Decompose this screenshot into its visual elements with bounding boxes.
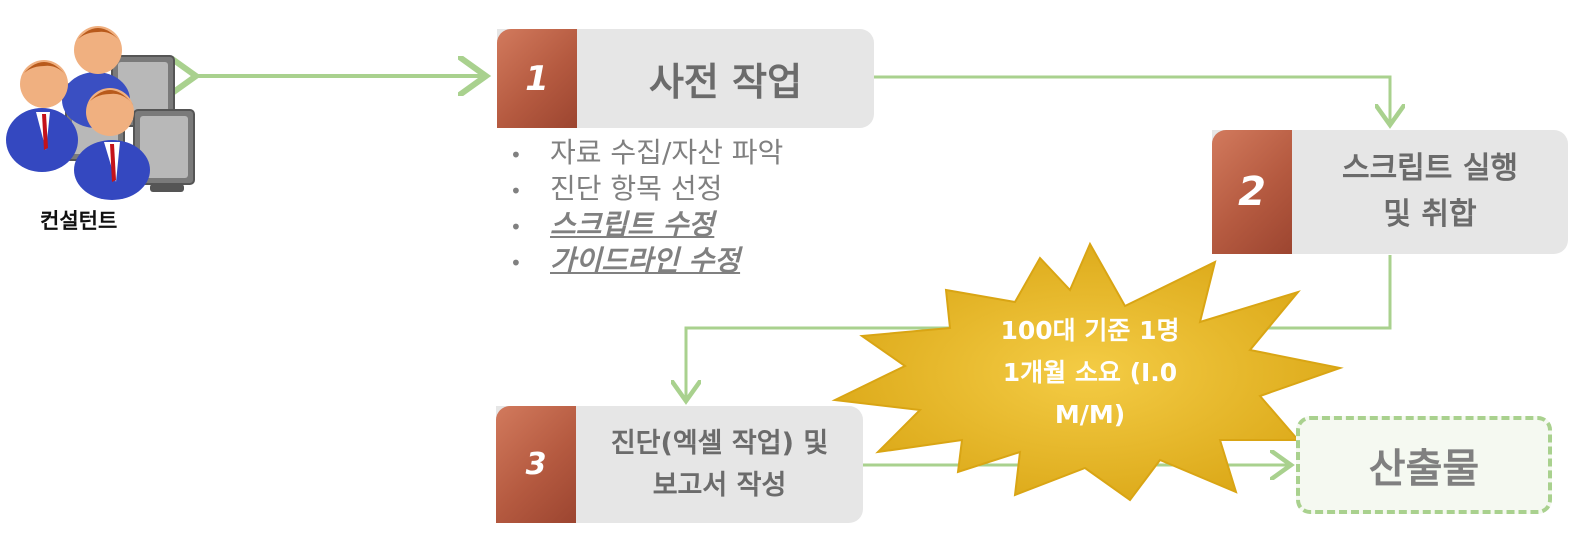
step-3-title-line1: 진단(엑셀 작업) 및 — [610, 427, 829, 459]
step-1-title: 사전 작업 — [577, 29, 874, 128]
step1-to-step2-arrow — [874, 75, 1390, 122]
step-3-title-line2: 보고서 작성 — [652, 469, 787, 501]
step-2-title: 스크립트 실행 및 취합 — [1292, 130, 1568, 254]
task-item: 진단 항목 선정 — [510, 172, 783, 208]
step-1-title-text: 사전 작업 — [648, 60, 803, 104]
consultant-group-icon — [6, 26, 195, 200]
step-2-box: 2 스크립트 실행 및 취합 — [1212, 130, 1568, 254]
consultant-label: 컨설턴트 — [40, 209, 118, 233]
task-item: 가이드라인 수정 — [510, 244, 783, 280]
task-list: 자료 수집/자산 파악 진단 항목 선정 스크립트 수정 가이드라인 수정 — [510, 136, 783, 280]
task-text: 스크립트 수정 — [550, 208, 715, 241]
starburst-line2: 1개월 소요 (I.0 — [1002, 358, 1178, 387]
output-label: 산출물 — [1368, 446, 1480, 492]
step-3-number: 3 — [496, 406, 576, 523]
step-2-title-line1: 스크립트 실행 — [1341, 151, 1519, 186]
output-box: 산출물 — [1296, 416, 1552, 514]
step-2-title-line2: 및 취합 — [1383, 197, 1477, 232]
step-1-number: 1 — [497, 29, 577, 128]
step-3-title: 진단(엑셀 작업) 및 보고서 작성 — [576, 406, 863, 523]
starburst-text: 100대 기준 1명 1개월 소요 (I.0 M/M) — [960, 310, 1220, 436]
task-text: 가이드라인 수정 — [550, 244, 741, 277]
step-3-box: 3 진단(엑셀 작업) 및 보고서 작성 — [496, 406, 863, 523]
starburst-line3: M/M) — [1054, 400, 1126, 429]
task-text: 자료 수집/자산 파악 — [550, 136, 784, 169]
task-text: 진단 항목 선정 — [550, 172, 723, 205]
starburst-line1: 100대 기준 1명 — [1000, 316, 1180, 345]
task-item: 자료 수집/자산 파악 — [510, 136, 783, 172]
step-1-box: 1 사전 작업 — [497, 29, 874, 128]
task-item: 스크립트 수정 — [510, 208, 783, 244]
starburst-callout — [831, 241, 1344, 502]
step-2-number: 2 — [1212, 130, 1292, 254]
